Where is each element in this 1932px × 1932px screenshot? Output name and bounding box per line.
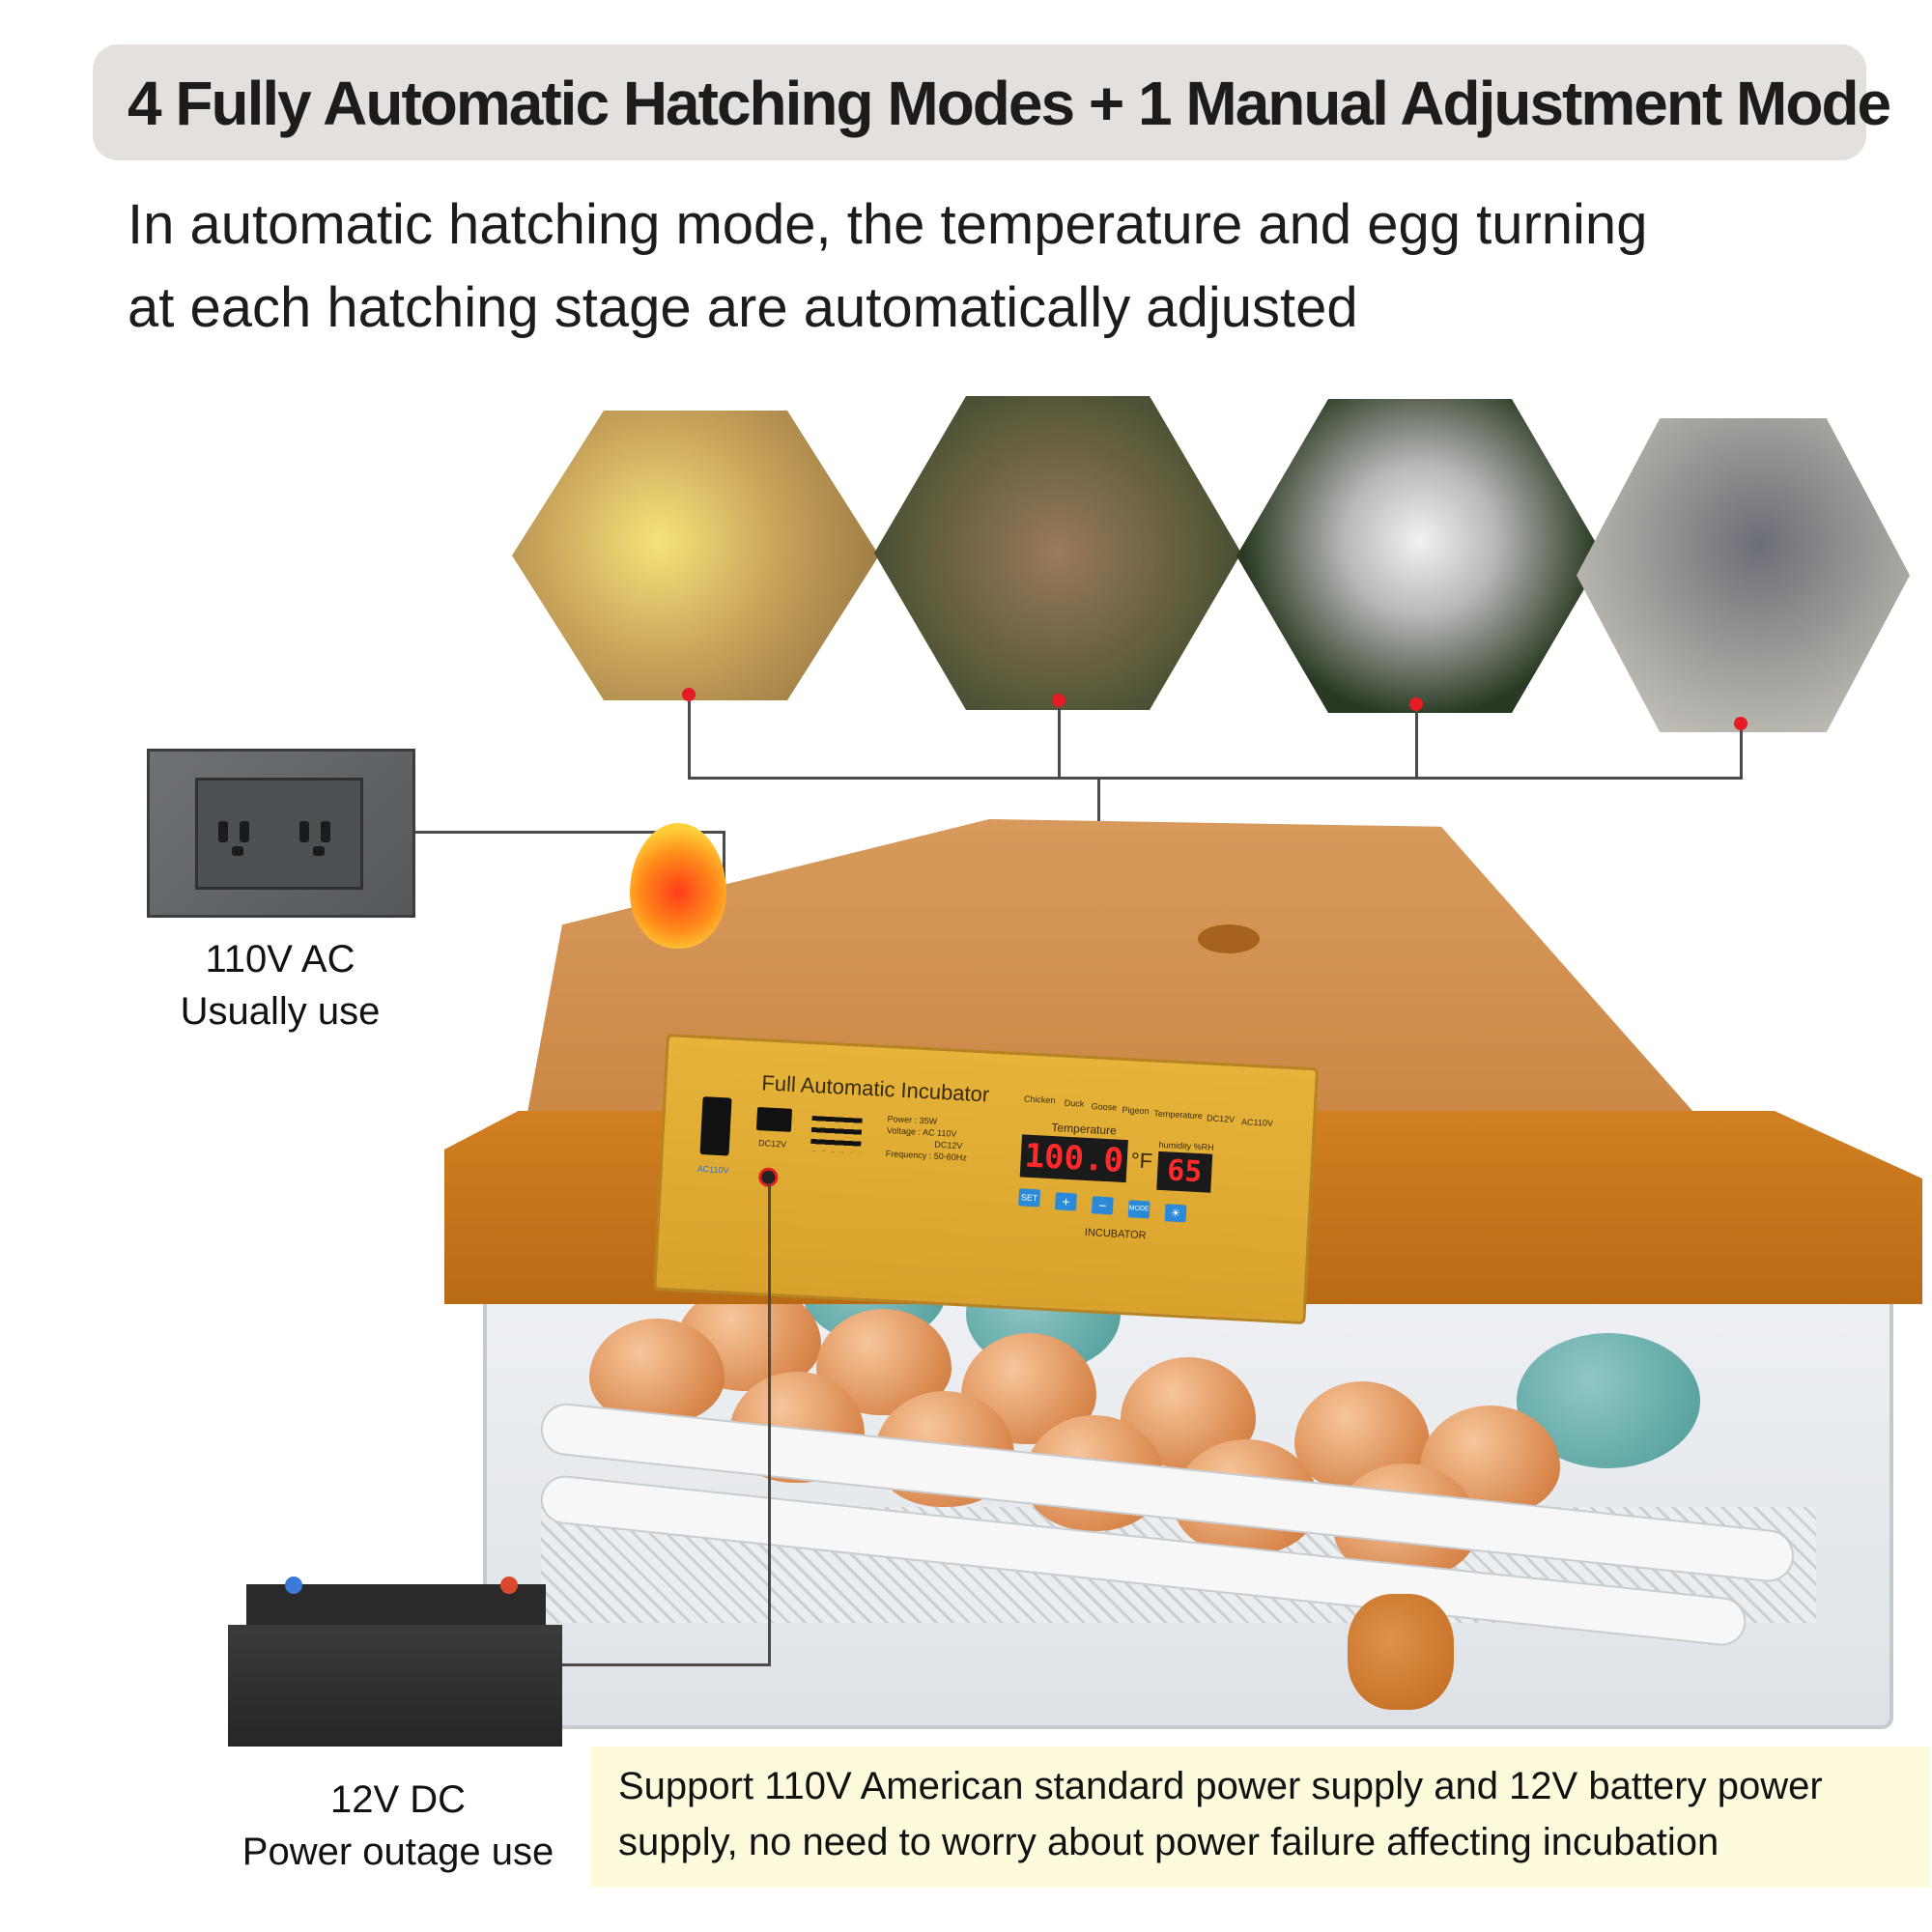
dc-cable [562,1663,770,1666]
indicator-temperature-label: Temperature [1153,1108,1204,1122]
battery-negative-terminal [285,1577,302,1594]
minus-button[interactable]: − [1091,1196,1114,1215]
panel-brand: Full Automatic Incubator [760,1070,990,1107]
page-title: 4 Fully Automatic Hatching Modes + 1 Man… [128,69,1891,138]
battery-label-line-2: Power outage use [242,1831,554,1873]
power-note: Support 110V American standard power sup… [618,1758,1922,1870]
light-button[interactable]: ☀ [1164,1204,1187,1223]
chicken-photo [512,411,879,700]
title-banner [93,44,1866,160]
power-note-line-1: Support 110V American standard power sup… [618,1765,1823,1807]
control-panel: Full Automatic Incubator AC110V DC12V Po… [653,1034,1320,1325]
battery [228,1625,562,1747]
mode-button[interactable]: MODE [1127,1200,1151,1219]
indicator-ac-label: AC110V [1240,1117,1274,1128]
vent-grille-icon [810,1116,863,1153]
chicken-marker-dot [682,688,696,701]
connector-line [688,777,1743,780]
battery-icon [755,1107,793,1132]
plus-button[interactable]: + [1055,1192,1077,1211]
panel-footer: INCUBATOR [1084,1226,1147,1242]
spec-voltage: Voltage : AC 110V [886,1125,957,1139]
subtitle: In automatic hatching mode, the temperat… [128,184,1866,350]
candling-lamp[interactable] [630,823,726,949]
outlet-slot [321,821,330,842]
connector-line [688,701,691,779]
vent-hole [1198,924,1260,953]
spec-power: Power : 35W [887,1114,938,1126]
outlet-label-line-2: Usually use [180,990,381,1033]
power-note-line-2: supply, no need to worry about power fai… [618,1821,1719,1863]
pigeon-photo [1577,418,1910,732]
humidity-label: humidity %RH [1158,1139,1214,1152]
outlet-label-line-1: 110V AC [205,938,355,980]
temperature-label: Temperature [1051,1120,1118,1138]
mode-goose-label: Goose [1091,1101,1118,1113]
set-button[interactable]: SET [1018,1188,1041,1208]
humidity-display: 65 [1156,1151,1213,1193]
connector-line [1058,707,1061,779]
duck-photo [874,396,1241,710]
mode-chicken-label: Chicken [1023,1094,1056,1106]
mode-pigeon-label: Pigeon [1122,1104,1150,1117]
outlet-slot [313,846,325,856]
goose-photo [1236,399,1604,713]
temperature-display: 100.0 [1019,1134,1128,1183]
mode-duck-label: Duck [1064,1097,1085,1109]
indicator-dc-label: DC12V [1206,1113,1236,1124]
connector-line [1415,711,1418,779]
duck-marker-dot [1052,694,1065,707]
spec-dc: DC12V [934,1139,963,1151]
battery-port-label: DC12V [757,1138,787,1150]
ac-cable [415,831,724,834]
connector-line [1740,730,1743,779]
subtitle-line-2: at each hatching stage are automatically… [128,276,1358,339]
goose-marker-dot [1409,697,1423,711]
dc-cable [768,1183,771,1666]
power-switch[interactable] [699,1096,732,1156]
temperature-unit: °F [1130,1148,1153,1174]
outlet-label: 110V AC Usually use [145,933,415,1037]
outlet-slot [232,846,243,856]
battery-label-line-1: 12V DC [329,1778,467,1821]
outlet-slot [299,821,309,842]
outlet-slot [218,821,228,842]
egg-turning-knob[interactable] [1348,1594,1454,1710]
subtitle-line-1: In automatic hatching mode, the temperat… [128,193,1648,256]
battery-label: 12V DC Power outage use [214,1774,582,1878]
power-note-box [591,1747,1930,1888]
spec-frequency: Frequency : 50-60Hz [885,1149,968,1163]
pigeon-marker-dot [1734,717,1747,730]
battery-positive-terminal [500,1577,518,1594]
switch-label: AC110V [696,1163,729,1176]
outlet-slot [240,821,249,842]
